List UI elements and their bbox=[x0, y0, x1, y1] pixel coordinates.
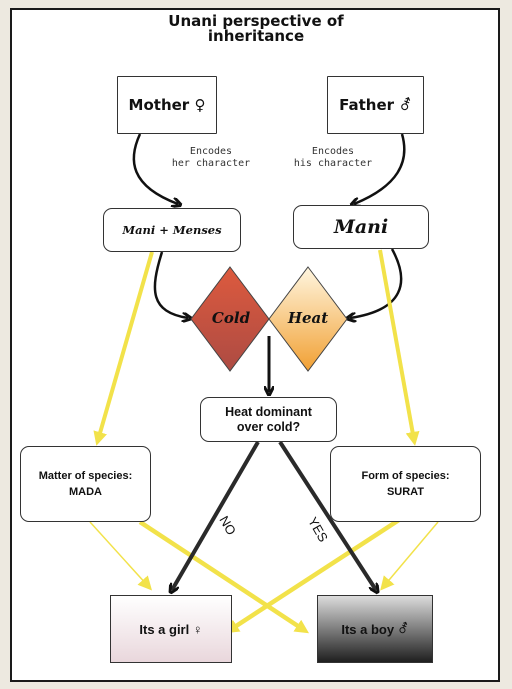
mani-menses-label: Mani + Menses bbox=[122, 223, 222, 237]
mother-box: Mother ♀ bbox=[117, 76, 217, 134]
mani-menses-box: Mani + Menses bbox=[103, 208, 241, 252]
decision-label: Heat dominant over cold? bbox=[225, 404, 312, 434]
arrow-mani-menses-to-mada bbox=[93, 251, 154, 446]
male-symbol-icon: ⚦ bbox=[399, 96, 412, 114]
mada-box: Matter of species: MADA bbox=[20, 446, 151, 522]
female-symbol-icon: ♀ bbox=[192, 621, 203, 637]
arrow-mother-to-mani-menses bbox=[132, 133, 178, 204]
cold-label: Cold bbox=[211, 309, 251, 327]
cold-diamond bbox=[190, 266, 270, 372]
arrow-mada-to-girl-thin bbox=[89, 521, 153, 591]
girl-label: Its a girl bbox=[139, 621, 190, 637]
diagram-title: Unani perspective of inheritance bbox=[168, 12, 344, 45]
arrow-father-to-mani bbox=[354, 133, 406, 204]
arrow-surat-to-girl bbox=[224, 516, 404, 634]
arrow-mani-menses-to-cold bbox=[153, 251, 188, 318]
father-box: Father ⚦ bbox=[327, 76, 424, 134]
female-symbol-icon: ♀ bbox=[194, 96, 206, 114]
mother-note: Encodes her character bbox=[171, 146, 251, 169]
surat-box: Form of species: SURAT bbox=[330, 446, 481, 522]
arrow-mada-to-boy bbox=[138, 520, 310, 634]
father-note: Encodes his character bbox=[293, 146, 373, 169]
boy-box: Its a boy ⚦ bbox=[317, 595, 433, 663]
arrow-no-to-girl bbox=[172, 440, 260, 590]
arrow-mani-to-surat bbox=[378, 249, 420, 446]
arrow-yes-to-boy bbox=[278, 440, 376, 590]
mother-label: Mother bbox=[128, 96, 190, 114]
heat-label: Heat bbox=[287, 309, 329, 327]
mada-label: Matter of species: MADA bbox=[38, 470, 133, 498]
mani-box: Mani bbox=[293, 205, 429, 249]
girl-box: Its a girl ♀ bbox=[110, 595, 232, 663]
heat-diamond bbox=[268, 266, 348, 372]
arrow-mani-to-heat bbox=[350, 248, 403, 318]
male-symbol-icon: ⚦ bbox=[397, 621, 409, 636]
mani-label: Mani bbox=[333, 216, 389, 238]
surat-label: Form of species: SURAT bbox=[361, 470, 450, 498]
decision-box: Heat dominant over cold? bbox=[200, 397, 337, 442]
arrow-surat-to-boy-thin bbox=[380, 521, 439, 591]
boy-label: Its a boy bbox=[341, 621, 395, 637]
father-label: Father bbox=[339, 96, 395, 114]
